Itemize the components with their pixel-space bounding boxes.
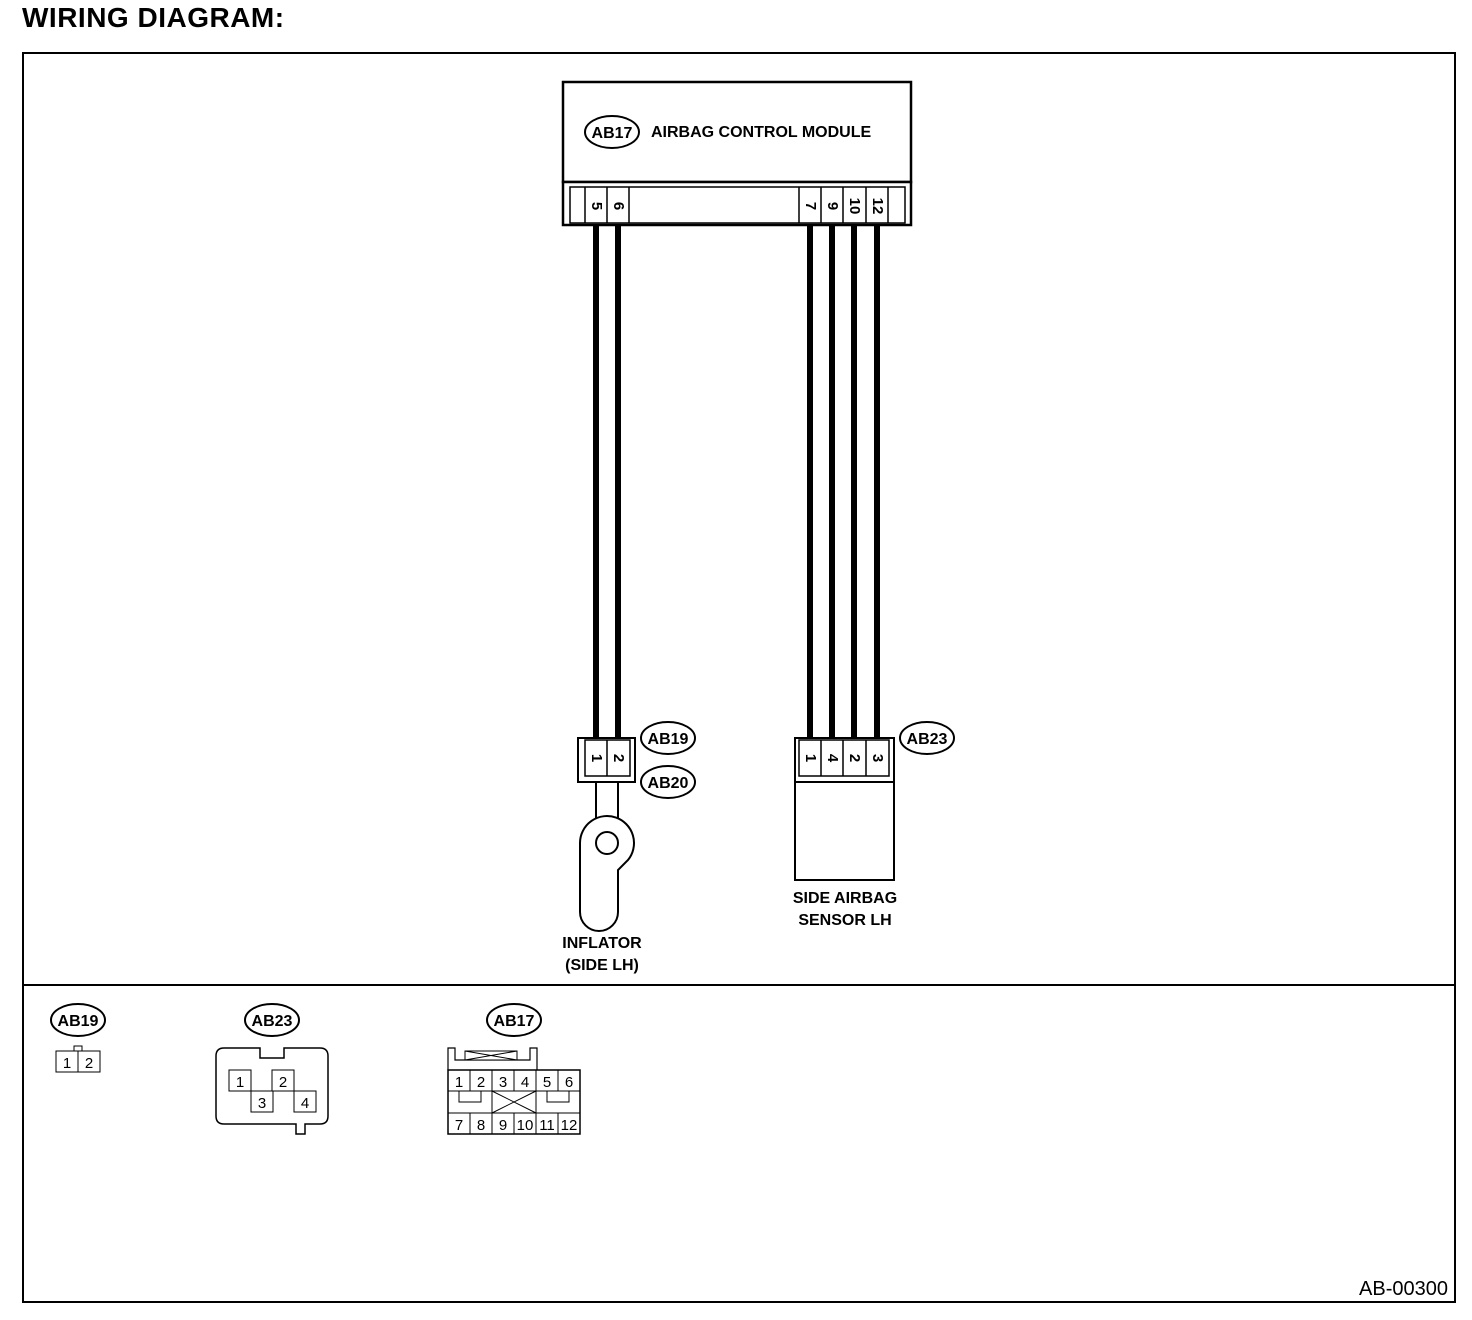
legend-pin: 1 <box>236 1074 244 1091</box>
module-pin: 6 <box>610 202 627 210</box>
legend-pin: 9 <box>499 1117 507 1134</box>
ab17-tag-label: AB17 <box>592 125 633 142</box>
inflator-label: INFLATOR <box>562 935 642 952</box>
legend-pin: 3 <box>499 1074 507 1091</box>
diagram-frame <box>22 52 1456 1303</box>
sensor-label: SENSOR LH <box>798 912 891 929</box>
sensor-pin: 1 <box>802 754 819 762</box>
module-pin: 9 <box>824 202 841 210</box>
page-title: WIRING DIAGRAM: <box>22 2 285 33</box>
legend-pin: 1 <box>455 1074 463 1091</box>
ab23-connector-tag <box>899 721 955 755</box>
wire-harness <box>593 225 880 738</box>
module-pin: 7 <box>802 202 819 210</box>
module-name: AIRBAG CONTROL MODULE <box>651 124 871 141</box>
legend-pin: 12 <box>561 1117 578 1134</box>
module-pin: 5 <box>588 202 605 210</box>
sensor-pin: 3 <box>869 754 886 762</box>
sensor-pin: 4 <box>824 754 841 763</box>
inflator-connector: 1 2 <box>577 737 636 783</box>
legend-pin: 6 <box>565 1074 573 1091</box>
inflator-pin: 1 <box>588 754 605 762</box>
legend-tag-label: AB19 <box>58 1013 99 1030</box>
legend-pin: 3 <box>258 1095 266 1112</box>
sensor-connector: 1 4 2 3 <box>794 737 895 783</box>
module-pin: 12 <box>869 198 886 215</box>
ab19-connector-tag <box>640 721 696 755</box>
legend-ab17: AB17 1 2 3 4 5 <box>447 1003 581 1135</box>
document-id: AB-00300 <box>1359 1278 1448 1300</box>
legend-pin: 10 <box>517 1117 534 1134</box>
ab23-tag-label: AB23 <box>907 731 948 748</box>
airbag-control-module: AB17 AIRBAG CONTROL MODULE 5 6 7 9 10 12 <box>561 80 913 227</box>
sensor-label: SIDE AIRBAG <box>793 890 897 907</box>
inflator-body <box>579 781 635 932</box>
ab20-connector-tag <box>640 765 696 799</box>
legend-pin: 4 <box>301 1095 309 1112</box>
ab19-tag-label: AB19 <box>648 731 689 748</box>
legend-tag-label: AB17 <box>494 1013 535 1030</box>
legend-pin: 7 <box>455 1117 463 1134</box>
legend-pin: 2 <box>279 1074 287 1091</box>
module-pin: 10 <box>846 198 863 215</box>
ab20-tag-label: AB20 <box>648 775 689 792</box>
inflator-pin: 2 <box>610 754 627 762</box>
legend-ab19: AB19 1 2 <box>50 1003 106 1073</box>
legend-ab23: AB23 1 2 3 4 <box>215 1003 329 1135</box>
inflator-label: (SIDE LH) <box>565 957 639 974</box>
legend-pin: 5 <box>543 1074 551 1091</box>
legend-pin: 8 <box>477 1117 485 1134</box>
legend-pin: 2 <box>85 1055 93 1072</box>
ab17-connector-tag <box>584 115 640 149</box>
legend-pin: 2 <box>477 1074 485 1091</box>
legend-pin: 1 <box>63 1055 71 1072</box>
legend-pin: 11 <box>539 1117 555 1134</box>
legend-pin: 4 <box>521 1074 529 1091</box>
sensor-body <box>794 781 895 881</box>
sensor-pin: 2 <box>846 754 863 762</box>
legend-tag-label: AB23 <box>252 1013 293 1030</box>
